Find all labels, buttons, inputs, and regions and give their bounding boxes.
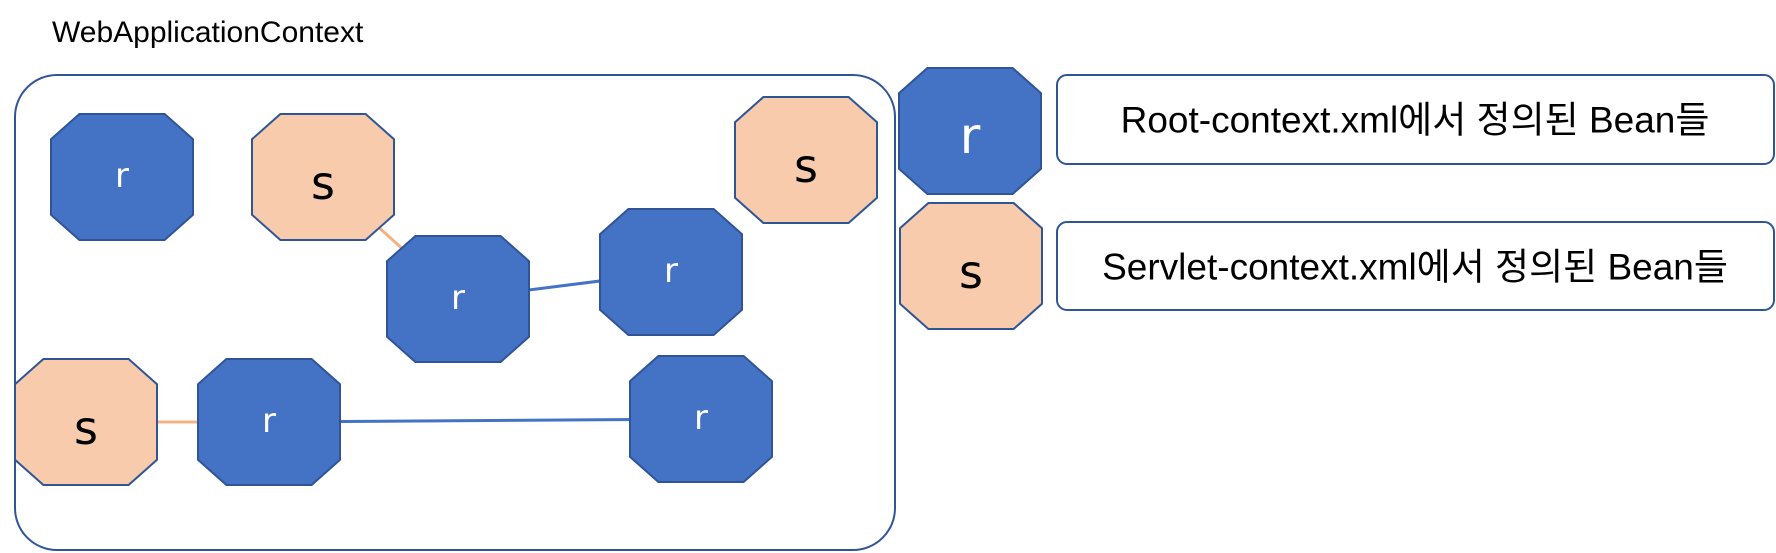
servlet-bean-node-n6: s [14,358,158,486]
legend-item-root: r Root-context.xml에서 정의된 Bean들 [898,67,1775,195]
root-bean-label-n4: r [664,251,678,291]
servlet-bean-octagon-n2 [251,113,395,241]
root-bean-node-n1: r [50,113,194,241]
legend-servlet-text: Servlet-context.xml에서 정의된 Bean들 [1102,247,1728,288]
legend-root-bean-symbol: r [960,107,981,165]
root-bean-label-n7: r [262,401,276,441]
web-application-context-container [14,74,896,551]
root-bean-octagon-n1 [50,113,194,241]
servlet-bean-node-n5: s [734,96,878,224]
legend: r Root-context.xml에서 정의된 Bean들 s Servlet… [898,67,1775,330]
root-bean-octagon-n3 [386,235,530,363]
root-bean-node-n3: r [386,235,530,363]
root-bean-node-n8: r [629,355,773,483]
servlet-bean-octagon-n5 [734,96,878,224]
root-bean-label-n1: r [115,156,129,196]
legend-servlet-box [1056,221,1775,311]
servlet-bean-label-n2: s [311,156,335,210]
root-bean-octagon-n4 [599,208,743,336]
legend-item-servlet: s Servlet-context.xml에서 정의된 Bean들 [899,202,1775,330]
servlet-bean-node-n2: s [251,113,395,241]
root-bean-node-n7: r [197,358,341,486]
root-bean-label-n8: r [694,398,708,438]
legend-root-box [1056,74,1775,165]
servlet-bean-octagon-n6 [14,358,158,486]
legend-servlet-bean-symbol: s [959,245,983,299]
legend-servlet-bean-octagon [899,202,1043,330]
root-bean-node-n4: r [599,208,743,336]
legend-root-bean-octagon [898,67,1042,195]
servlet-bean-label-n5: s [794,139,818,193]
root-bean-octagon-n8 [629,355,773,483]
legend-root-text: Root-context.xml에서 정의된 Bean들 [1121,100,1710,141]
nodes-layer: r s r r s s r r [14,96,878,486]
root-bean-label-n3: r [451,278,465,318]
servlet-bean-label-n6: s [74,401,98,455]
diagram-title: WebApplicationContext [52,16,364,49]
root-bean-octagon-n7 [197,358,341,486]
